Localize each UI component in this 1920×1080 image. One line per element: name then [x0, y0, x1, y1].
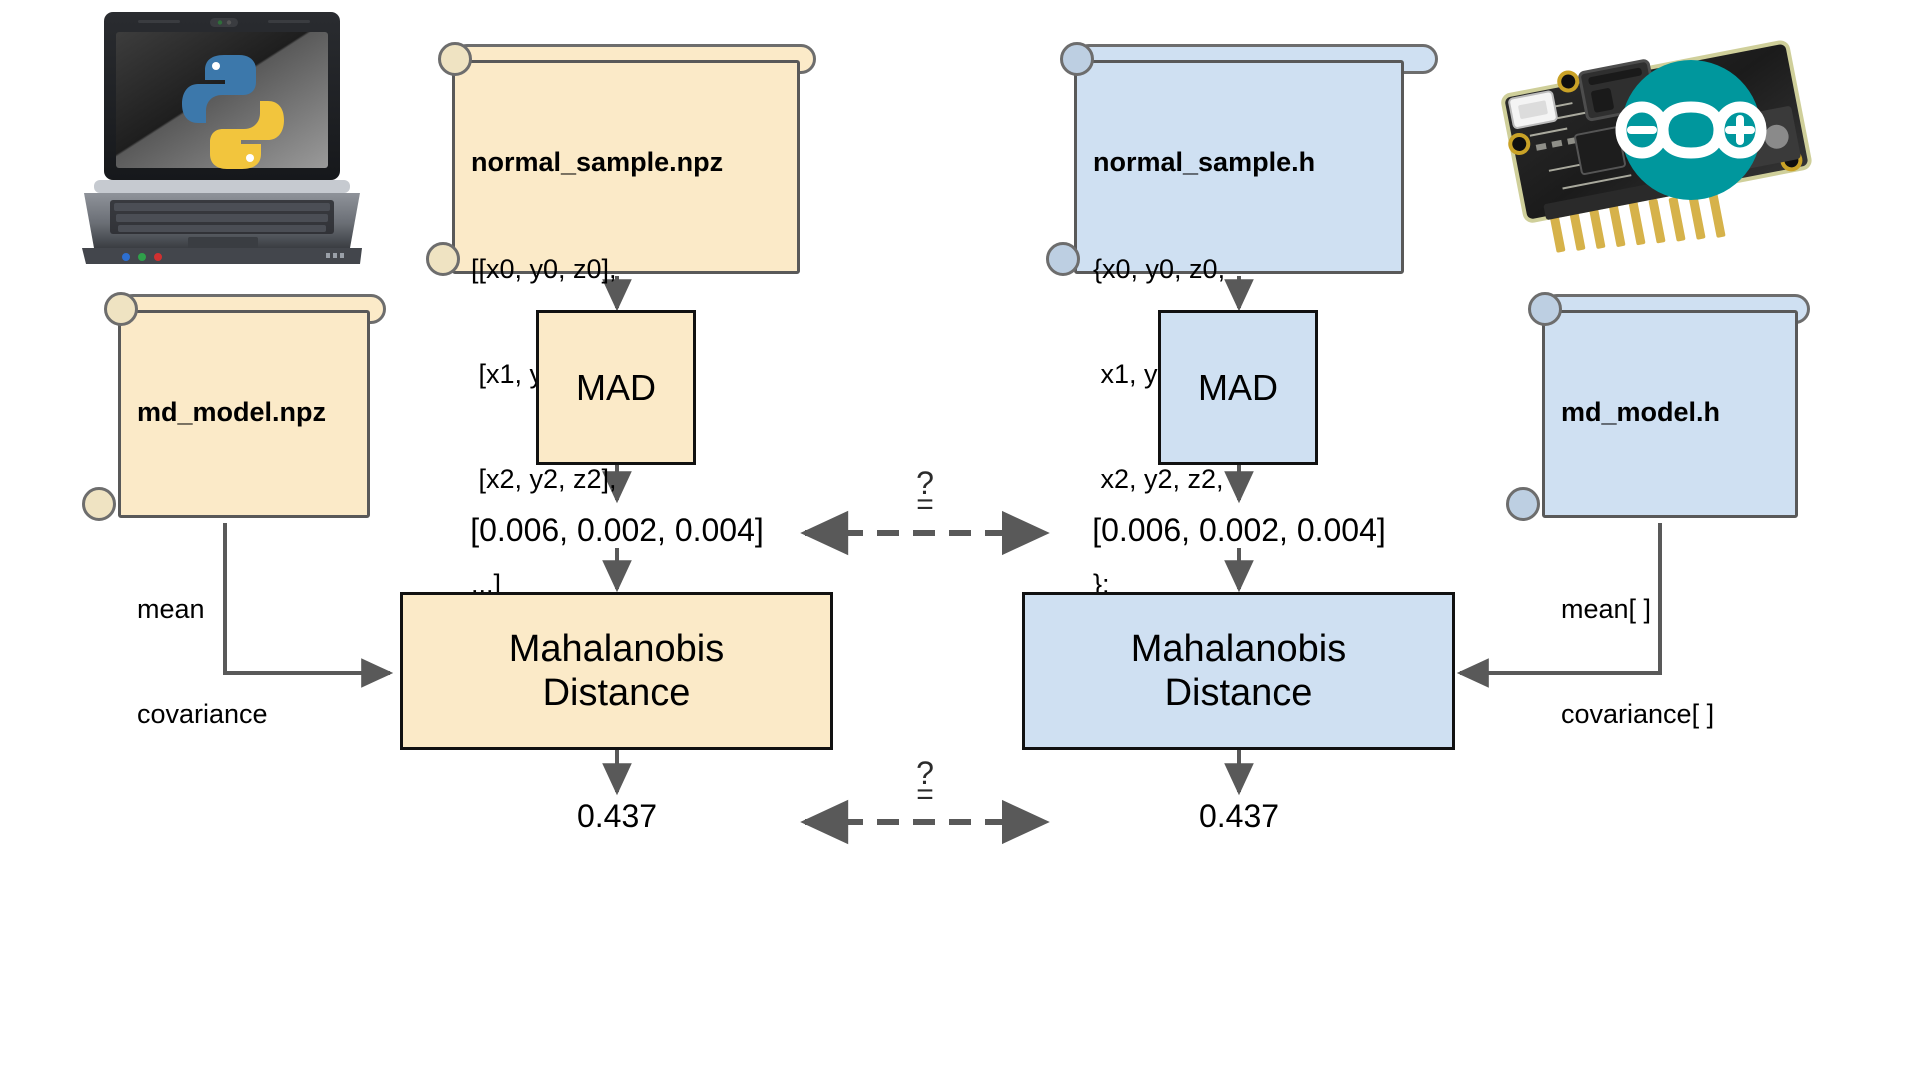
distance-box-line-1: Mahalanobis — [508, 628, 725, 670]
mahalanobis-distance-box-arduino[interactable]: Mahalanobis Distance — [1022, 592, 1455, 750]
mad-output-python: [0.006, 0.002, 0.004] — [470, 512, 764, 548]
note-title: normal_sample.h — [1093, 147, 1316, 177]
distance-box-line-2: Distance — [1164, 672, 1313, 714]
distance-comparison-equality-mark: ? = — [905, 755, 945, 811]
note-line-4: }; — [1093, 569, 1110, 599]
distance-output-arduino: 0.437 — [1198, 798, 1280, 834]
arduino-board-image — [1485, 10, 1825, 275]
equals-mark: = — [916, 778, 934, 811]
distance-output-python: 0.437 — [576, 798, 658, 834]
note-line-1: [[x0, y0, z0], — [471, 254, 617, 284]
distance-box-line-1: Mahalanobis — [1130, 628, 1347, 670]
note-curl-top — [1060, 42, 1094, 76]
question-mark: ? — [916, 465, 934, 501]
note-line-2: covariance[ ] — [1561, 699, 1715, 729]
note-curl-top — [438, 42, 472, 76]
mad-output-arduino: [0.006, 0.002, 0.004] — [1092, 512, 1386, 548]
note-title: md_model.h — [1561, 397, 1721, 427]
note-line-1: mean — [137, 594, 205, 624]
note-line-2: covariance — [137, 699, 268, 729]
arduino-board-icon — [1501, 40, 1812, 253]
note-line-3: [x2, y2, z2], — [471, 464, 617, 494]
note-curl-bottom — [1506, 487, 1540, 521]
mad-box-label: MAD — [576, 366, 656, 408]
mahalanobis-distance-box-python[interactable]: Mahalanobis Distance — [400, 592, 833, 750]
laptop-icon — [82, 12, 362, 264]
note-curl-bottom — [82, 487, 116, 521]
note-md-model-h: md_model.h mean[ ] covariance[ ] — [1542, 310, 1798, 729]
note-curl-top — [1528, 292, 1562, 326]
note-spacer — [1561, 502, 1779, 522]
note-curl-bottom — [1046, 242, 1080, 276]
note-normal-sample-h: normal_sample.h {x0, y0, z0, x1, y1, z1,… — [1074, 60, 1404, 599]
note-line-1: mean[ ] — [1561, 594, 1652, 624]
note-spacer — [137, 502, 351, 522]
question-mark: ? — [916, 755, 934, 791]
distance-box-line-2: Distance — [542, 672, 691, 714]
note-line-1: {x0, y0, z0, — [1093, 254, 1226, 284]
note-curl-bottom — [426, 242, 460, 276]
mad-comparison-equality-mark: ? = — [905, 465, 945, 521]
mad-box-python[interactable]: MAD — [536, 310, 696, 465]
note-title: normal_sample.npz — [471, 147, 724, 177]
note-normal-sample-npz: normal_sample.npz [[x0, y0, z0], [x1, y1… — [452, 60, 800, 599]
arduino-infinity-logo — [1615, 60, 1767, 200]
mad-box-arduino[interactable]: MAD — [1158, 310, 1318, 465]
equals-mark: = — [916, 488, 934, 521]
note-curl-top — [104, 292, 138, 326]
note-title: md_model.npz — [137, 397, 327, 427]
note-line-3: x2, y2, z2, — [1093, 464, 1224, 494]
mad-box-label: MAD — [1198, 366, 1278, 408]
python-laptop-image — [80, 8, 365, 273]
note-md-model-npz: md_model.npz mean covariance — [118, 310, 370, 729]
